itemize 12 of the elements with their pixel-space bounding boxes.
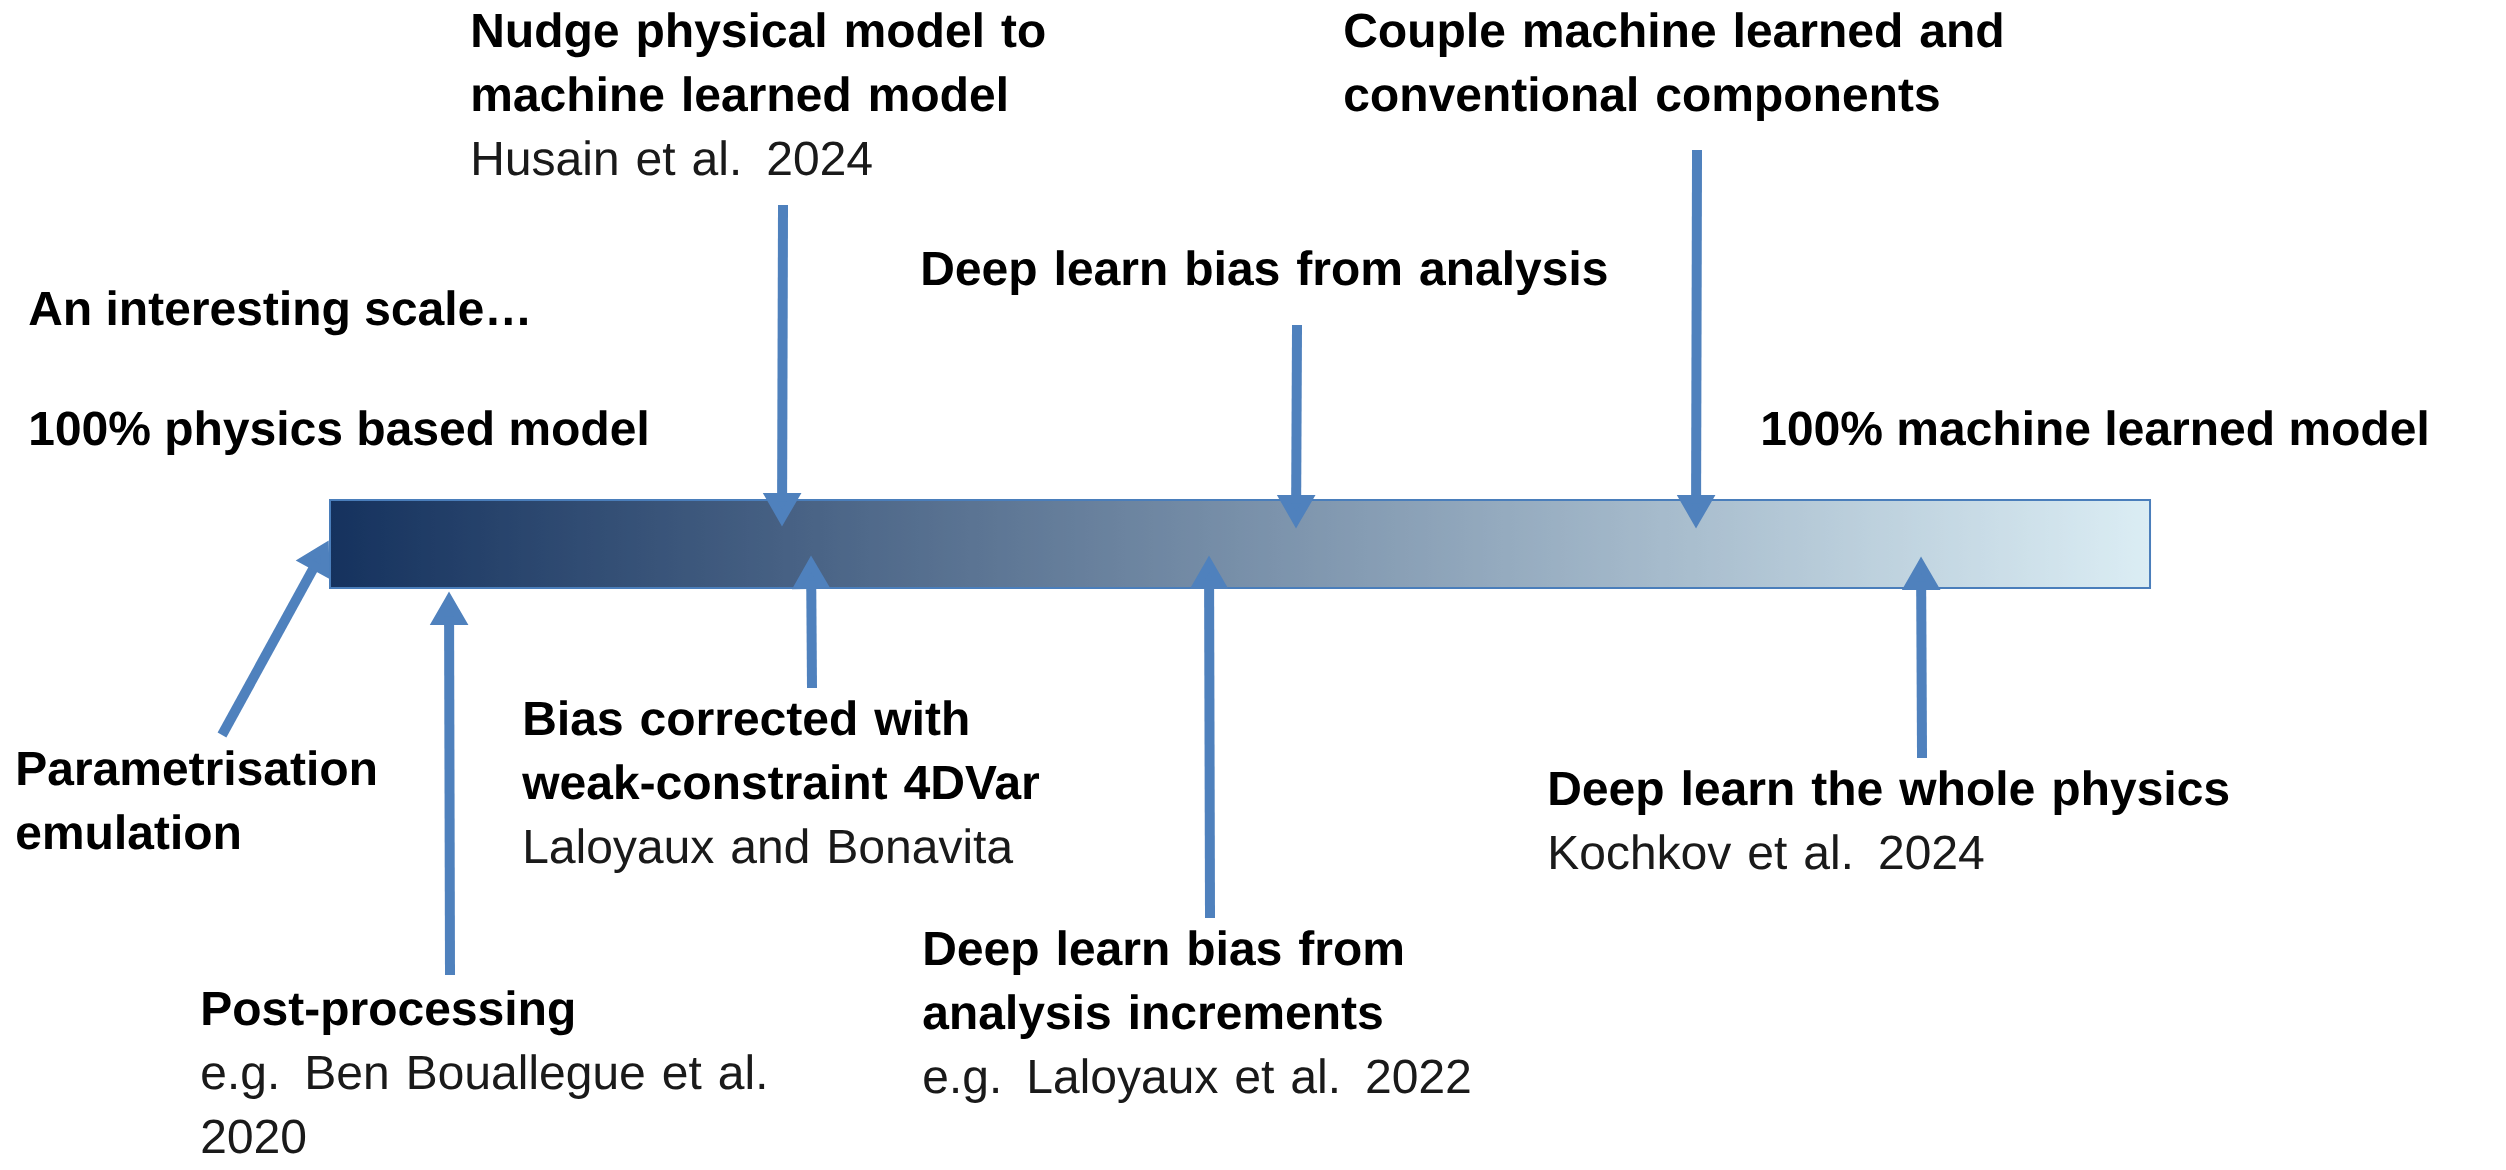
annotation-text: Post-processing e.g. Ben Bouallegue et al. 2020 xyxy=(202,990,765,1154)
annotation-text: Deep learn bias from analysis increments e.g. Laloyaux et al. 2022 xyxy=(923,930,1470,1103)
annotation-text: Couple machine learned and conventional components xyxy=(1345,12,2002,121)
annotation-text: Deep learn the whole physics Kochkov et al. 2024 xyxy=(1550,770,2229,870)
gradient-bar xyxy=(329,499,2152,589)
annotation-text: Nudge physical model to machine learned model Husain et al. 2024 xyxy=(473,12,1045,176)
annotation-text: Parametrisation emulation xyxy=(17,750,375,850)
scale-end-label: 100% machine learned model xyxy=(1763,410,2427,446)
scale-end-label: 100% physics based model xyxy=(31,410,647,455)
annotation-text: Bias corrected with weak-constraint 4DVar Laloyaux and Bonavita xyxy=(522,700,1040,873)
heading: An interesting scale… xyxy=(29,290,527,336)
annotation-text: Deep learn bias from analysis xyxy=(923,250,1607,295)
